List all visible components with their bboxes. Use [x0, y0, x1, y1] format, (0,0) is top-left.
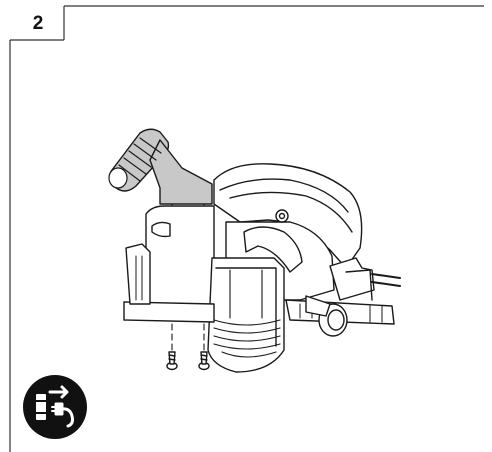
screws — [166, 351, 210, 371]
unplug-power-icon — [23, 375, 87, 439]
auxiliary-handle — [108, 128, 213, 205]
saw-body — [145, 163, 363, 373]
step-number: 2 — [32, 13, 44, 34]
